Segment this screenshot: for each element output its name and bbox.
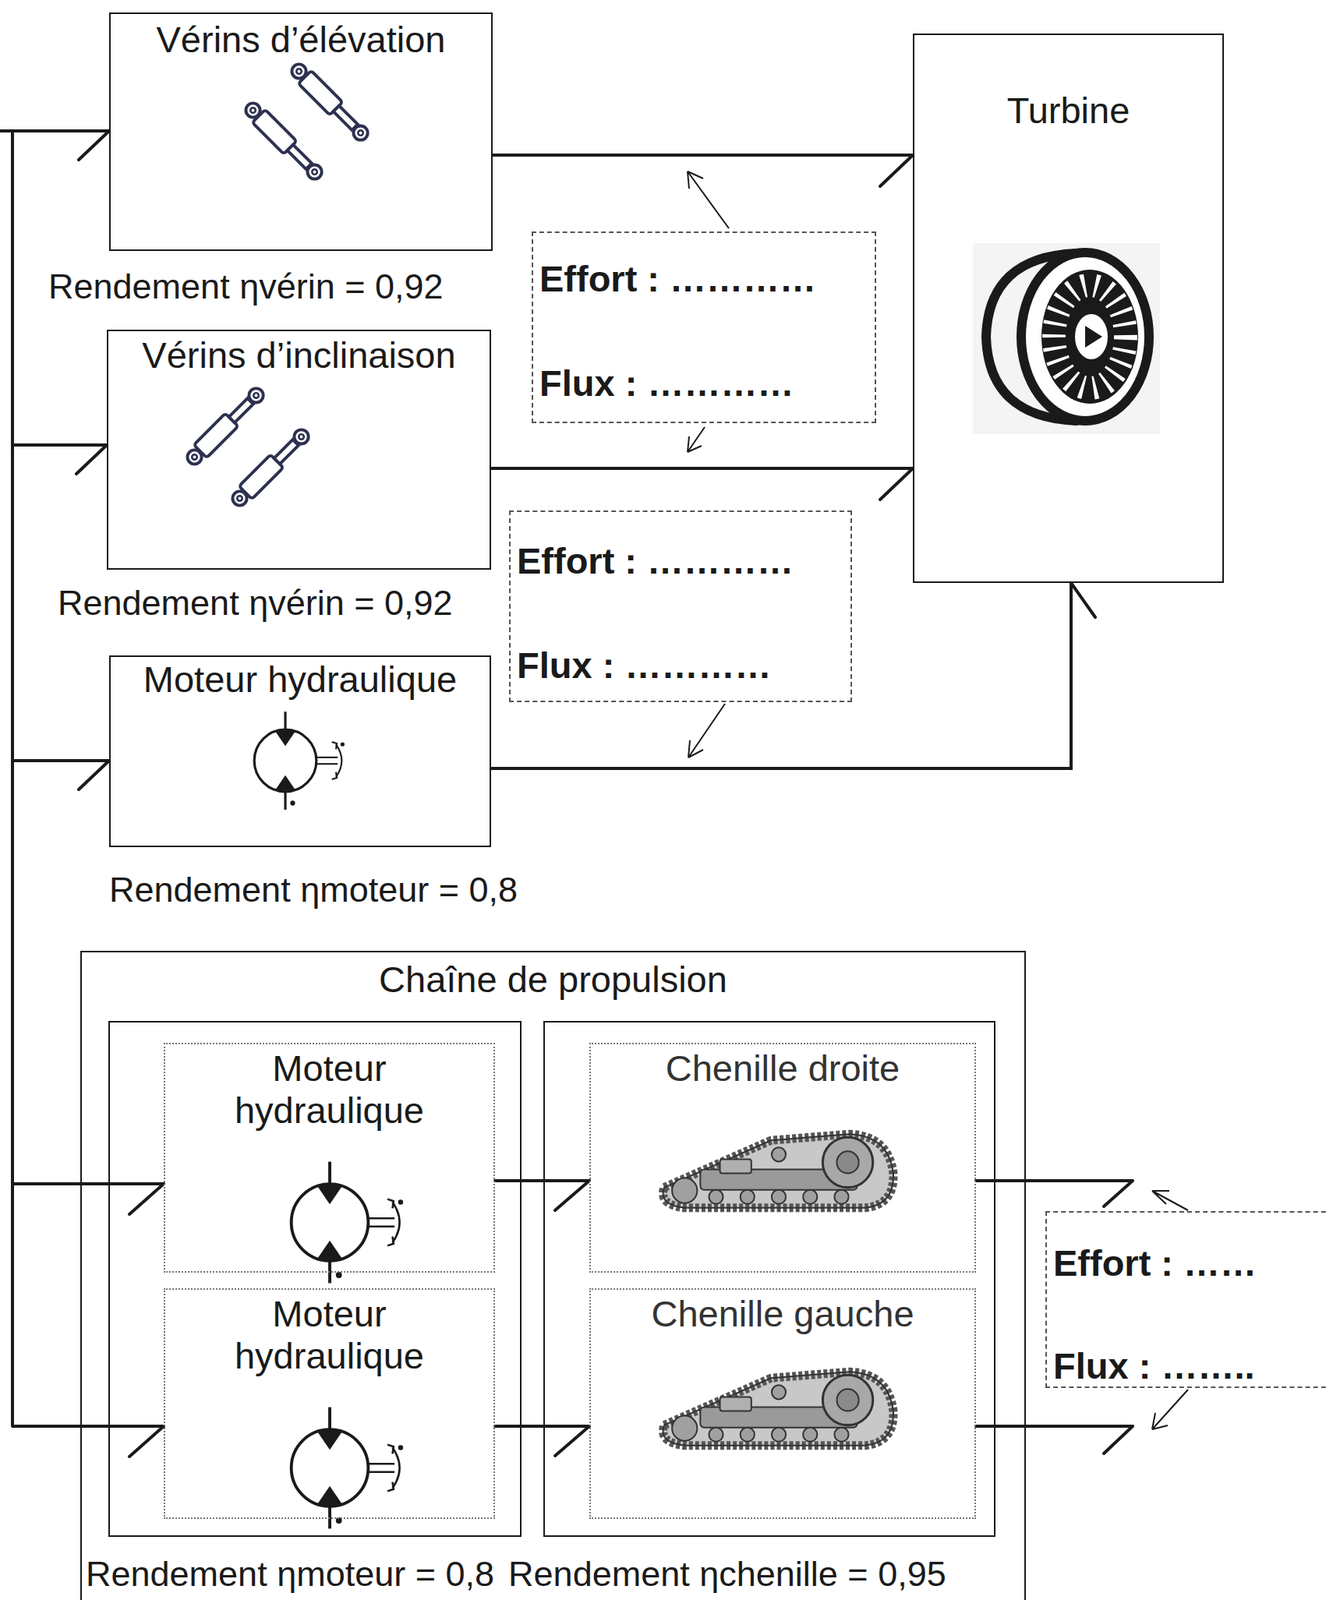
box-title: Moteur hydraulique [205, 1047, 455, 1132]
power-bond [491, 583, 1096, 769]
callout-text: Effort : …… [1053, 1242, 1257, 1285]
box-title: Chenille gauche [590, 1293, 975, 1336]
group-box: Chaîne de propulsionMoteur hydrauliqueCh… [80, 951, 1026, 1600]
half-arrow [555, 1181, 590, 1211]
efficiency-label: Rendement ηmoteur = 0,8 [109, 869, 518, 911]
callout-text: Effort : ………… [516, 540, 794, 583]
efficiency-label: Rendement ηchenille = 0,95 [508, 1554, 947, 1595]
turbine-icon [972, 243, 1160, 435]
efficiency-label: Rendement ηvérin = 0,92 [48, 266, 444, 308]
drawing-part [254, 711, 345, 810]
half-arrow [880, 155, 913, 187]
callout-text: Flux : …….. [1053, 1345, 1256, 1388]
box-title: Chaîne de propulsion [81, 958, 1025, 1001]
drawing-part [1152, 1389, 1189, 1430]
leader-arrows [687, 171, 1189, 1430]
power-bond [492, 155, 913, 187]
process-box: Moteur hydraulique [163, 1043, 496, 1273]
power-bond [491, 468, 913, 500]
process-box: Moteur hydraulique [163, 1288, 496, 1520]
box-title: Moteur hydraulique [205, 1293, 455, 1378]
process-box: Chenille droite [589, 1043, 976, 1273]
drawing-part [183, 384, 268, 469]
half-arrow [555, 1426, 590, 1457]
bond-line [492, 153, 913, 157]
drawing-part [1072, 311, 1111, 362]
drawing-part [291, 1162, 404, 1284]
process-box: Vérins d’inclinaison [106, 329, 492, 570]
callout-box: Effort : ………… Flux : ………… [509, 510, 853, 703]
efficiency-label: Rendement ηvérin = 0,92 [57, 583, 453, 624]
drawing-part [663, 1371, 894, 1447]
callout-box: Effort : …… Flux : …….. [1045, 1211, 1326, 1389]
callout-text: Effort : ………… [539, 258, 817, 301]
drawing-part [687, 427, 705, 453]
drawing-part [663, 1134, 894, 1209]
callout-box: Effort : ………… Flux : ………… [531, 231, 877, 424]
half-arrow [880, 468, 913, 500]
drawing-part [241, 99, 326, 184]
bond-line [491, 583, 1072, 769]
power-bond [495, 1426, 590, 1457]
group-frame [109, 1021, 521, 1537]
drawing-part [228, 425, 313, 510]
callout-text: Flux : ………… [539, 362, 794, 405]
drawing-part [1085, 325, 1103, 348]
callout-text: Flux : ………… [516, 644, 771, 687]
drawing-part [1053, 285, 1126, 389]
drawing-part [1152, 1191, 1189, 1211]
box-title: Vérins d’élévation [110, 18, 492, 61]
supply-bonds [0, 130, 1133, 1457]
box-title: Turbine [914, 89, 1223, 132]
box-title: Chenille droite [590, 1047, 975, 1090]
process-box: Chenille gauche [589, 1288, 976, 1520]
efficiency-label: Rendement ηmoteur = 0,8 [85, 1554, 495, 1595]
drawing-part [975, 1181, 1133, 1454]
drawing-part [972, 243, 1160, 435]
drawing-part [0, 130, 164, 1427]
drawing-part [687, 171, 729, 229]
bond-line [495, 1179, 590, 1183]
group-frame [544, 1021, 995, 1537]
drawing-part [688, 703, 725, 758]
bond-line [495, 1425, 590, 1429]
bond-line [491, 466, 913, 471]
power-bond [495, 1181, 590, 1211]
half-arrow [1071, 583, 1096, 618]
process-box: Turbine [912, 33, 1224, 584]
drawing-part [1021, 252, 1150, 421]
drawing-part [291, 1407, 404, 1530]
process-box: Moteur hydraulique [109, 655, 492, 848]
box-title: Vérins d’inclinaison [108, 334, 490, 377]
box-title: Moteur hydraulique [110, 658, 490, 701]
drawing-part [1041, 269, 1139, 404]
process-box: Vérins d’élévation [109, 12, 493, 252]
drawing-part [287, 60, 372, 145]
